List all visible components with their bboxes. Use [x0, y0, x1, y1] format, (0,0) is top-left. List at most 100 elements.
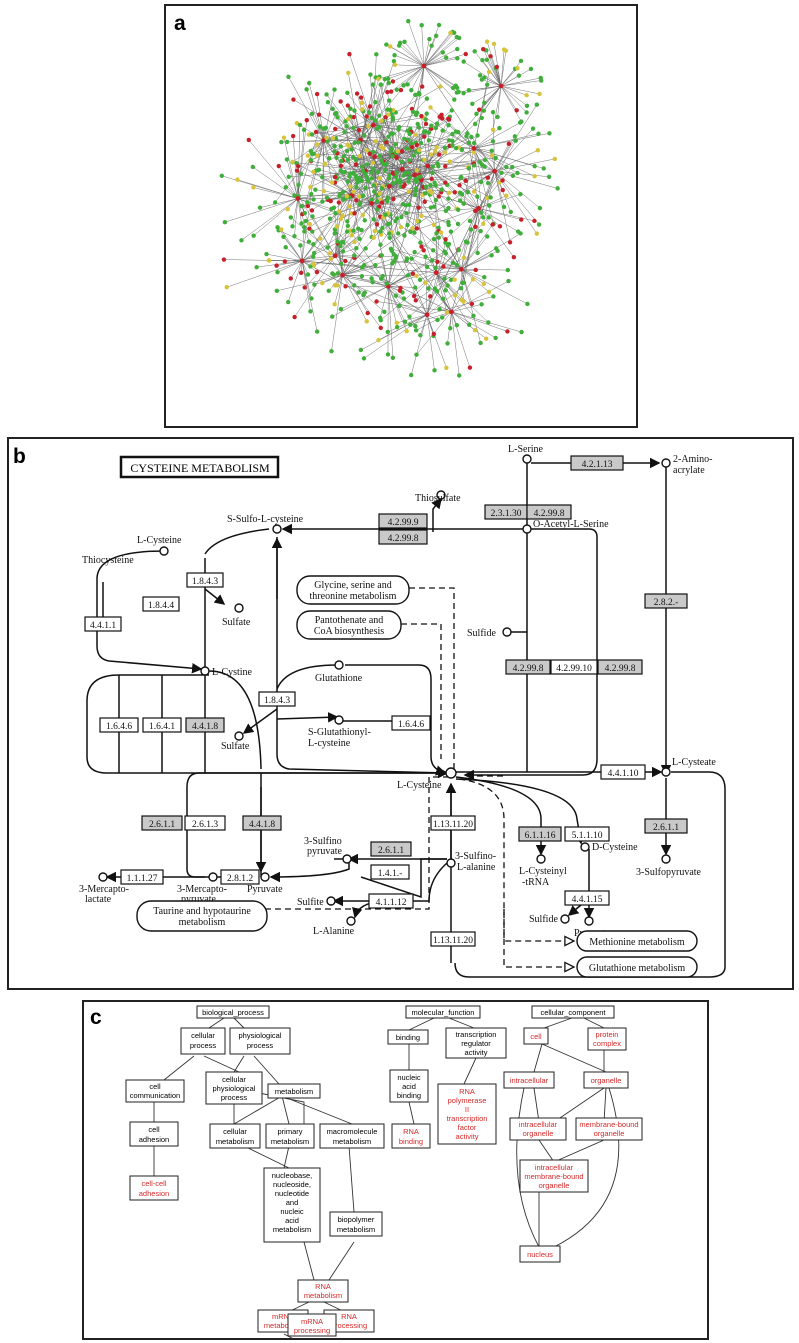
network-node: [404, 256, 410, 261]
enzyme-4-4-1-8-b[interactable]: 4.4.1.8: [242, 815, 282, 831]
network-node: [436, 22, 442, 28]
enzyme-1-6-4-6-b[interactable]: 1.6.4.6: [391, 715, 431, 731]
network-node: [475, 250, 480, 256]
network-node: [478, 340, 483, 346]
enzyme-4-4-1-10[interactable]: 4.4.1.10: [600, 764, 646, 780]
network-hub-node: [295, 196, 301, 201]
network-node: [312, 282, 317, 287]
network-node: [332, 283, 338, 288]
enzyme-2-8-2[interactable]: 2.8.2.-: [644, 593, 688, 609]
go-rna-polymerase-ii-tf-activity[interactable]: RNApolymeraseIItranscriptionfactoractivi…: [437, 1083, 497, 1145]
enzyme-4-2-99-9[interactable]: 4.2.99.9: [378, 513, 428, 529]
map-glycine-serine-threonine[interactable]: Glycine, serine and threonine metabolism: [296, 575, 410, 605]
network-node: [386, 231, 392, 236]
enzyme-1-13-11-20-a[interactable]: 1.13.11.20: [430, 815, 476, 831]
enzyme-2-6-1-1-a[interactable]: 2.6.1.1: [141, 815, 183, 831]
svg-text:Pyruvate: Pyruvate: [247, 884, 283, 895]
enzyme-2-8-1-2[interactable]: 2.8.1.2: [220, 869, 260, 885]
enzyme-1-13-11-20-b[interactable]: 1.13.11.20: [430, 931, 476, 947]
enzyme-4-2-99-8-c[interactable]: 4.2.99.8: [505, 659, 551, 675]
enzyme-2-6-1-3[interactable]: 2.6.1.3: [184, 815, 226, 831]
network-node: [361, 356, 367, 361]
go-organelle[interactable]: organelle: [583, 1071, 629, 1089]
network-node: [308, 309, 313, 314]
go-metabolism[interactable]: metabolism: [267, 1083, 321, 1099]
network-node: [421, 129, 427, 135]
enzyme-6-1-1-16[interactable]: 6.1.1.16: [518, 826, 562, 842]
go-nucleus[interactable]: nucleus: [519, 1245, 561, 1263]
enzyme-4-2-99-8-d[interactable]: 4.2.99.8: [597, 659, 643, 675]
enzyme-4-2-1-13[interactable]: 4.2.1.13: [570, 455, 624, 471]
network-node: [423, 184, 429, 190]
network-node: [295, 164, 301, 169]
enzyme-4-4-1-1[interactable]: 4.4.1.1: [84, 616, 122, 632]
enzyme-4-2-99-8-a[interactable]: 4.2.99.8: [526, 504, 572, 520]
enzyme-1-4-1[interactable]: 1.4.1.-: [370, 864, 410, 880]
enzyme-1-8-4-4[interactable]: 1.8.4.4: [142, 596, 180, 612]
svg-text:cellular: cellular: [223, 1127, 247, 1136]
network-node: [353, 157, 359, 163]
map-methionine[interactable]: Methionine metabolism: [576, 930, 698, 952]
enzyme-4-4-1-15[interactable]: 4.4.1.15: [564, 890, 610, 906]
network-node: [327, 216, 333, 221]
network-node: [515, 170, 520, 176]
enzyme-4-4-1-8-a[interactable]: 4.4.1.8: [185, 717, 225, 733]
network-node: [379, 158, 384, 163]
svg-text:4.2.99.8: 4.2.99.8: [534, 509, 565, 519]
network-node: [442, 145, 448, 150]
enzyme-5-1-1-10[interactable]: 5.1.1.10: [564, 826, 610, 842]
go-cellular-component[interactable]: cellular_component: [531, 1005, 615, 1019]
go-nucleobase-metabolism[interactable]: nucleobase,nucleoside,nucleotideandnucle…: [263, 1167, 321, 1243]
svg-text:Glutathione metabolism: Glutathione metabolism: [589, 963, 686, 974]
enzyme-1-6-4-6-a[interactable]: 1.6.4.6: [99, 717, 139, 733]
network-node: [397, 180, 402, 185]
network-node: [446, 196, 451, 201]
go-intracellular[interactable]: intracellular: [503, 1071, 555, 1089]
network-node: [478, 210, 484, 215]
network-node: [418, 140, 424, 146]
network-node: [246, 137, 251, 143]
enzyme-1-1-1-27[interactable]: 1.1.1.27: [120, 869, 164, 885]
go-binding[interactable]: binding: [387, 1029, 429, 1045]
enzyme-1-6-4-1[interactable]: 1.6.4.1: [142, 717, 182, 733]
enzyme-1-8-4-3-b[interactable]: 1.8.4.3: [258, 691, 296, 707]
svg-text:organelle: organelle: [591, 1076, 622, 1085]
map-pantothenate-coa[interactable]: Pantothenate and CoA biosynthesis: [296, 610, 402, 640]
enzyme-4-2-99-8-b[interactable]: 4.2.99.8: [378, 529, 428, 545]
network-hub-node: [433, 270, 439, 276]
map-taurine-hypotaurine[interactable]: Taurine and hypotaurine metabolism: [136, 900, 268, 932]
network-node: [377, 113, 382, 118]
network-node: [298, 243, 303, 248]
enzyme-4-2-99-10[interactable]: 4.2.99.10: [550, 659, 598, 675]
enzyme-1-8-4-3-a[interactable]: 1.8.4.3: [186, 572, 224, 588]
enzyme-4-1-1-12[interactable]: 4.1.1.12: [368, 893, 414, 909]
go-molecular-function[interactable]: molecular_function: [405, 1005, 481, 1019]
network-node: [528, 66, 534, 72]
go-cell[interactable]: cell: [523, 1027, 549, 1045]
go-biological-process[interactable]: biological_process: [196, 1005, 270, 1019]
enzyme-2-6-1-1-b[interactable]: 2.6.1.1: [644, 818, 688, 834]
map-glutathione[interactable]: Glutathione metabolism: [576, 956, 698, 978]
enzyme-2-6-1-1-c[interactable]: 2.6.1.1: [370, 841, 412, 857]
network-node: [400, 201, 406, 207]
enzyme-2-3-1-30[interactable]: 2.3.1.30: [484, 504, 528, 520]
